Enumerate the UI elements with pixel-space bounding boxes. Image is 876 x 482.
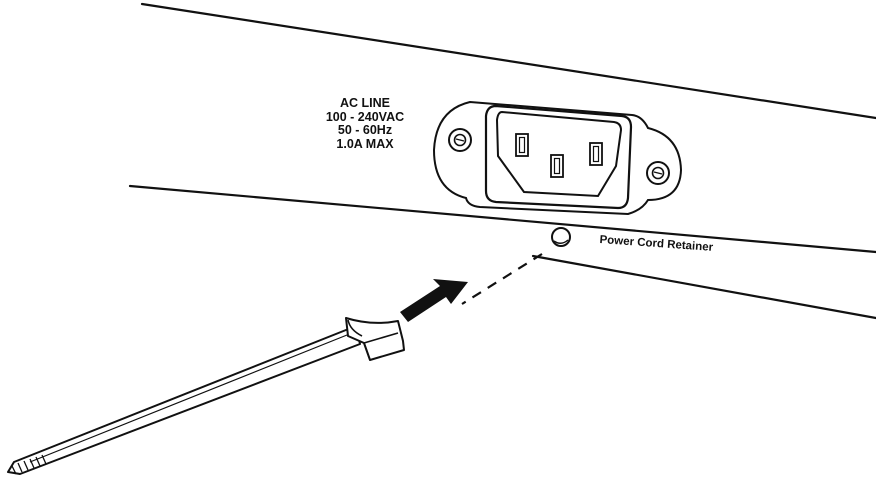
neutral-pin <box>589 142 603 166</box>
left-mount-screw <box>448 128 472 152</box>
ac-label-line-3: 50 - 60Hz <box>337 123 393 137</box>
chassis-top-edge <box>140 2 876 120</box>
ac-label-line-4: 1.0A MAX <box>336 136 394 151</box>
line-pin <box>515 133 529 157</box>
insertion-path-dashed <box>461 253 543 305</box>
ac-rating-label: AC LINE 100 - 240VAC 50 - 60Hz 1.0A MAX <box>305 96 425 151</box>
cable-tie-tip <box>11 454 47 475</box>
power-inlet <box>432 100 683 216</box>
inlet-flange <box>432 100 683 216</box>
inlet-socket <box>495 110 623 198</box>
chassis-bottom-edge <box>531 254 876 320</box>
earth-pin <box>550 154 564 178</box>
ac-label-line-1: AC LINE <box>340 96 390 110</box>
ac-label-line-2: 100 - 240VAC <box>325 109 405 124</box>
right-mount-screw <box>646 161 670 185</box>
retainer-hole <box>551 227 571 247</box>
cable-tie <box>7 317 405 475</box>
inlet-body-outer <box>484 104 633 210</box>
insertion-arrow <box>400 279 468 322</box>
device-chassis <box>128 2 876 320</box>
chassis-panel-edge <box>128 184 876 254</box>
